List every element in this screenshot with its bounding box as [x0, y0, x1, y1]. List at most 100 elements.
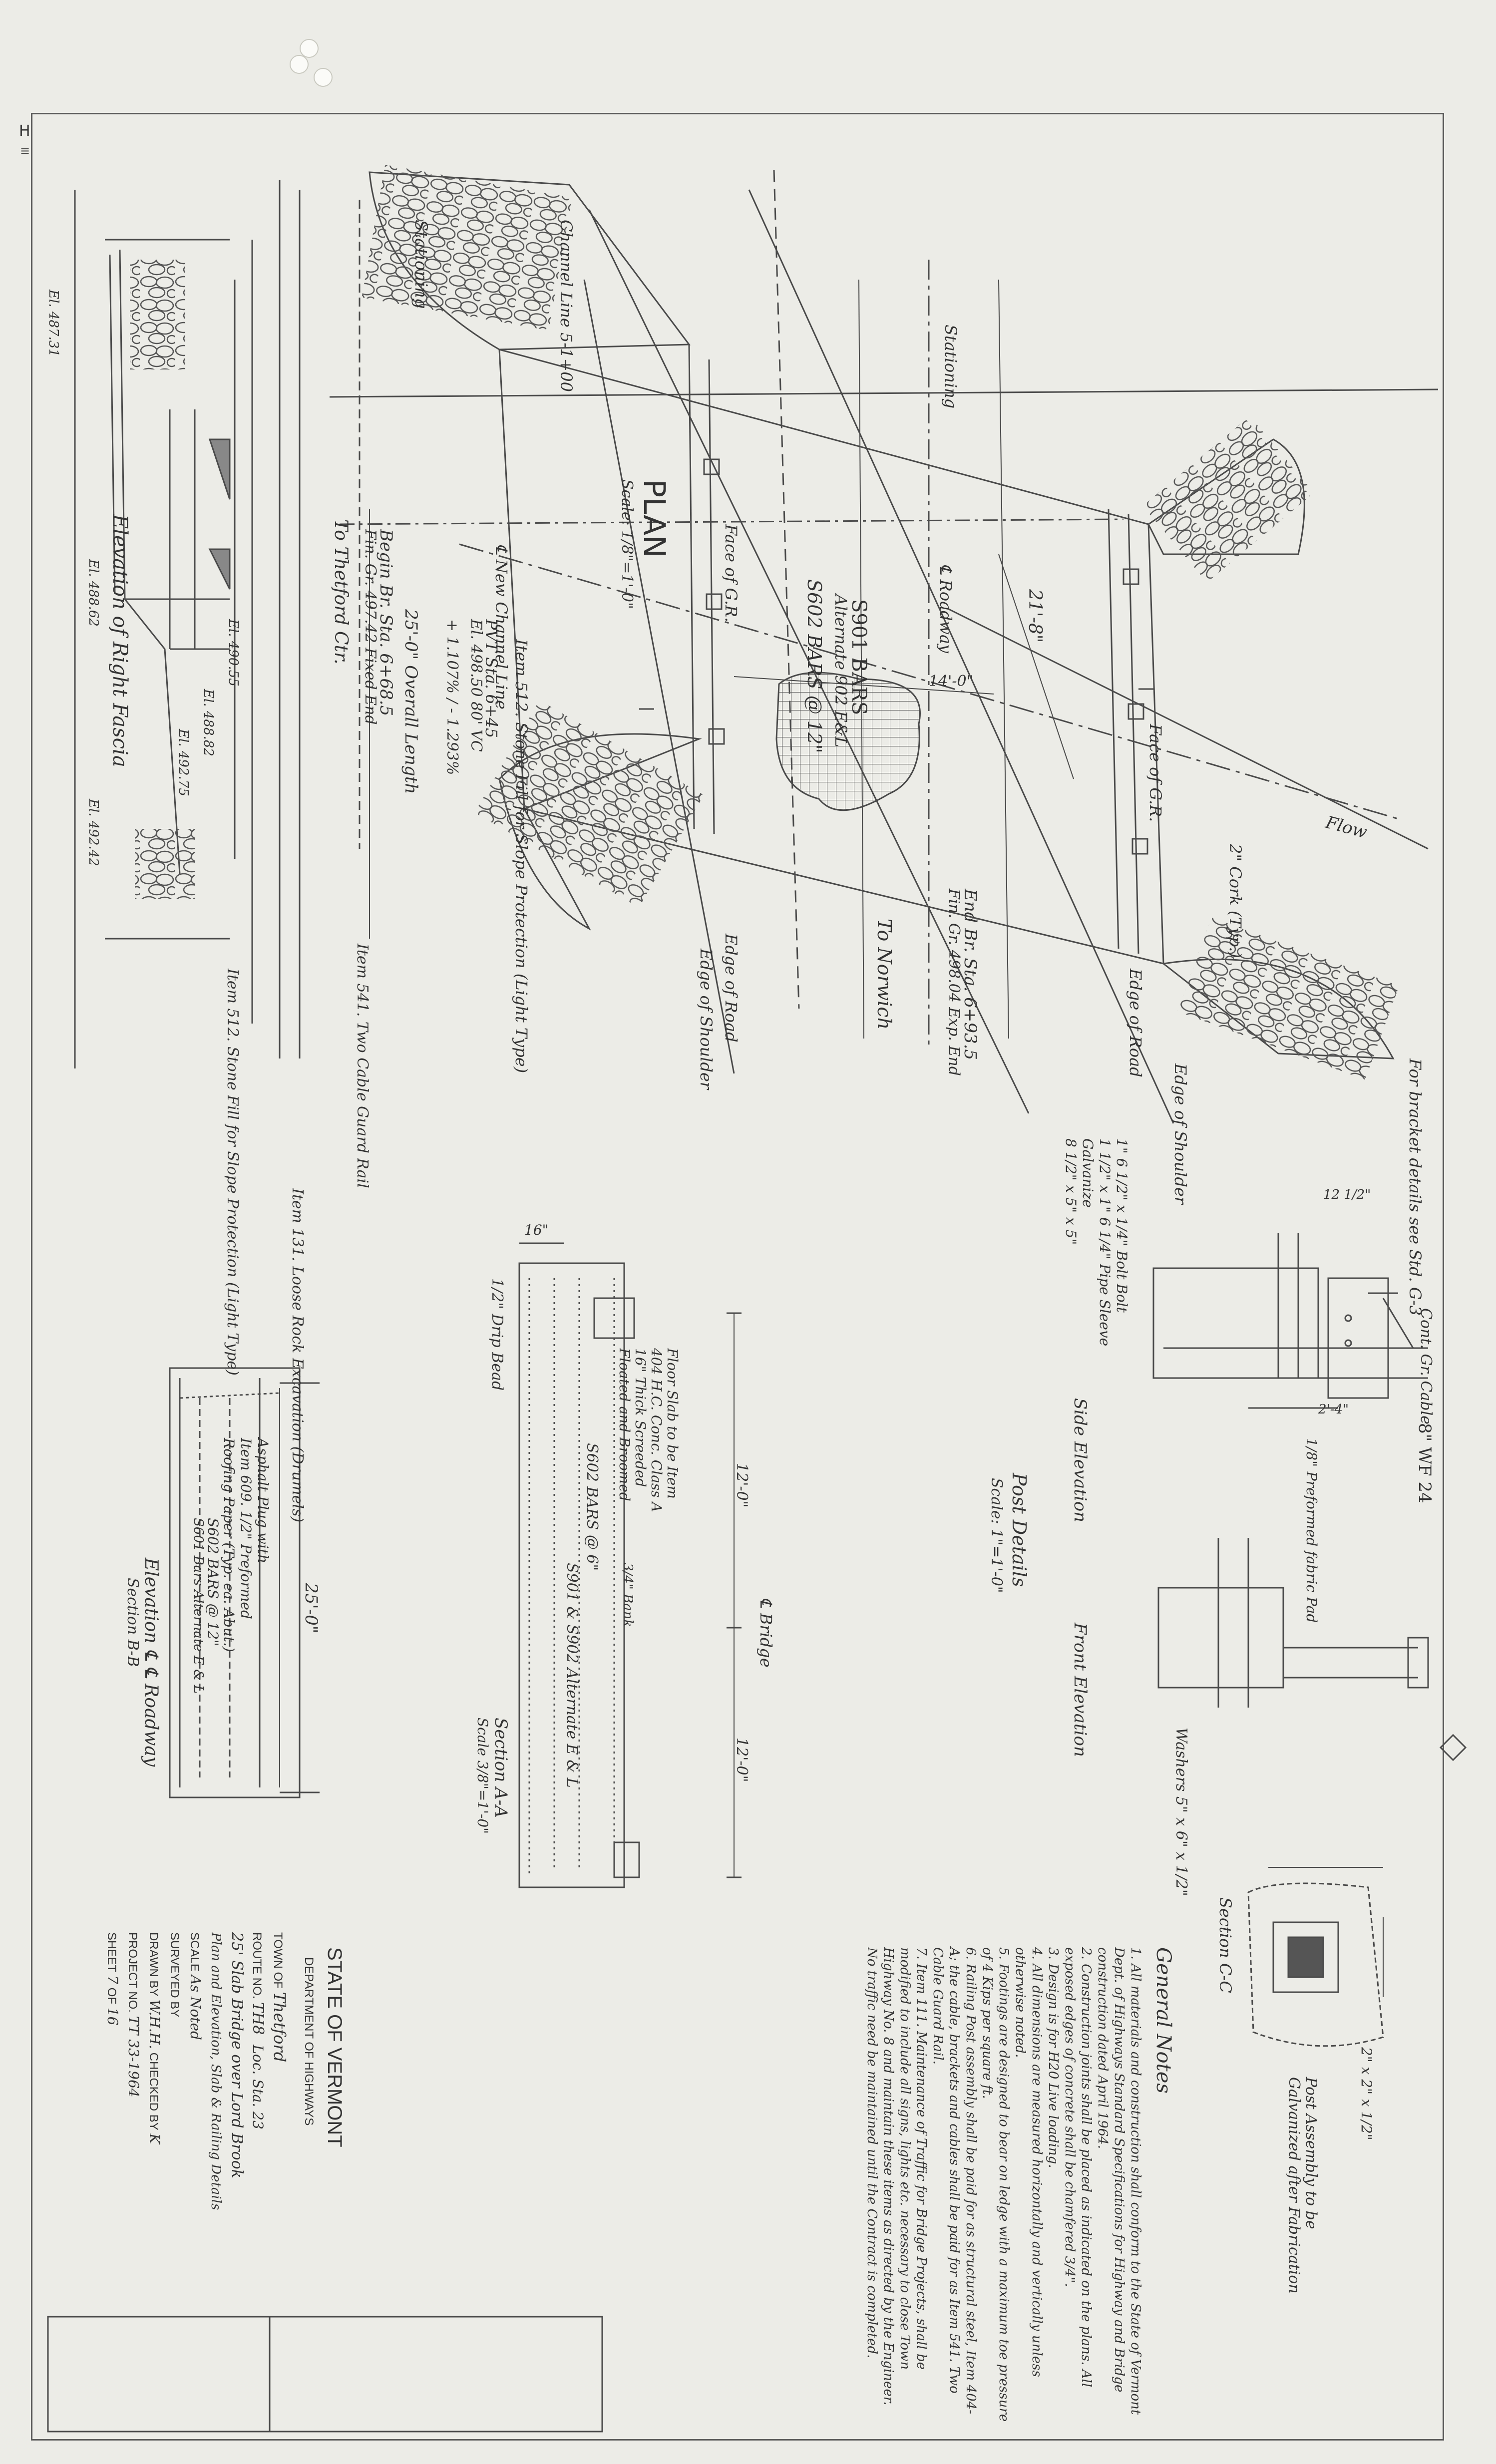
bank-label: 3/4" Bank	[620, 1563, 635, 1628]
overall-length: 25'-0" Overall Length	[401, 609, 421, 794]
elevation-value: El. 490.55	[226, 619, 241, 687]
punch-hole	[290, 55, 309, 74]
town-row: TOWN OF Thetford	[268, 1932, 290, 2312]
section-aa-scale: Scale 3/8"=1'-0"	[474, 1718, 491, 1834]
span-dimension: 25'-0"	[301, 1583, 321, 1634]
grade-rates: + 1.107% / - 1.293%	[443, 619, 461, 775]
plate-label: 8 1/2" x 5" x 5"	[1063, 1138, 1079, 1245]
field-label: TOWN OF	[271, 1932, 285, 1989]
surveyed-row: SURVEYED BY	[164, 1932, 184, 2312]
bars-alternate-label: S901 & S902 Alternate E & L	[563, 1563, 581, 1788]
section-cc-title: Section C-C	[1216, 1897, 1235, 1993]
to-thetford-label: To Thetford Ctr.	[331, 519, 351, 665]
project-row: PROJECT NO. TT 33-1964	[122, 1932, 143, 2312]
post-assembly-note: Galvanized after Fabrication	[1285, 2077, 1303, 2294]
description-row: 25' Slab Bridge over Lord Brook	[226, 1932, 247, 2312]
town-value: Thetford	[270, 1992, 289, 2063]
tab-mark: H	[19, 122, 30, 140]
paper-note: Item 609. 1/2" Preformed	[238, 1438, 254, 1619]
bars-main-label: S602 BARS @ 6"	[583, 1443, 601, 1571]
elevation-value: El. 492.75	[176, 729, 191, 796]
plan-scale: Scale: 1/8"=1'-0"	[618, 479, 636, 609]
scale-value: As Noted	[187, 1975, 204, 2040]
dimension-14: 14'-0"	[929, 673, 974, 690]
floor-slab-note: 16" Thick Screeded	[632, 1348, 649, 1487]
floor-slab-note: 404 H.C. Conc. Class A	[648, 1348, 665, 1512]
bars-alternate-label: S601 Bars Alternate E & L	[191, 1518, 206, 1694]
route-row: ROUTE NO. TH8 Loc. Sta. 23	[247, 1932, 268, 2312]
sheet-row: SHEET 7 OF 16	[101, 1932, 122, 2312]
elevation-value: El. 492.42	[86, 799, 101, 866]
sheet-total: 16	[104, 2007, 121, 2026]
scale-row: SCALE As Noted	[184, 1932, 205, 2312]
general-note: 4. All dimensions are measured horizonta…	[1013, 1947, 1044, 2377]
general-note: 6. Railing Post assembly shall be paid f…	[930, 1947, 978, 2414]
project-value: TT 33-1964	[125, 2016, 142, 2098]
stationing-label: Stationing	[411, 220, 431, 309]
field-label: OF	[105, 1987, 118, 2005]
pvt-elevation: El. 498.50 80' VC	[467, 619, 485, 752]
field-label: CHECKED BY	[147, 2052, 160, 2130]
elevation-value: El. 488.82	[201, 689, 216, 756]
punch-hole	[300, 39, 319, 58]
field-label: ROUTE NO.	[250, 1932, 264, 1999]
paper-note: Roofing Paper (Typ. ea. Abut.)	[221, 1438, 237, 1652]
excavation-item: Item 131. Loose Rock Excavation (Drumels…	[289, 1188, 306, 1523]
section-bb-subtitle: Section B-B	[124, 1578, 141, 1667]
plan-title: PLAN	[637, 479, 672, 558]
elevation-value: El. 488.62	[86, 559, 101, 627]
general-note: 5. Footings are designed to bear on ledg…	[980, 1947, 1011, 2422]
to-norwich-label: To Norwich	[873, 919, 895, 1030]
roadway-centerline-label: ℄ Roadway	[936, 564, 955, 654]
bars-alternate-label: Alternate 902 E&L	[831, 594, 850, 747]
state-title: STATE OF VERMONT	[324, 1947, 346, 2147]
guardrail-item: Item 541. Two Cable Guard Rail	[354, 944, 371, 1188]
end-station-label: End Br. Sta. 6+93.5	[960, 889, 980, 1060]
edge-of-shoulder-label: Edge of Shoulder	[697, 949, 716, 1090]
end-grade-label: Fin. Gr. 498.04 Exp. End	[945, 889, 963, 1076]
post-details-title: Post Details	[1008, 1473, 1030, 1587]
dimension-16: 16"	[524, 1222, 549, 1238]
section-bb-title: Elevation ℄ ℄ Roadway	[141, 1558, 161, 1767]
dimension-21: 21'-8"	[1025, 589, 1045, 643]
description-row: Plan and Elevation, Slab & Railing Detai…	[205, 1932, 226, 2312]
general-note: 3. Design is for H20 Live loading.	[1046, 1947, 1061, 2168]
general-note: 2. Construction joints shall be placed a…	[1062, 1947, 1094, 2388]
route-station: Loc. Sta. 23	[250, 2045, 266, 2129]
dimension-12: 12'-0"	[733, 1738, 750, 1782]
elevation-value: El. 487.31	[46, 290, 61, 357]
general-note: 1. All materials and construction shall …	[1095, 1947, 1143, 2415]
paper-note: Asphalt Plug with	[255, 1438, 271, 1564]
general-notes-title: General Notes	[1152, 1947, 1175, 2094]
dimension-12: 12'-0"	[733, 1463, 750, 1508]
tab-mark: ≡	[20, 144, 30, 158]
description-line: Plan and Elevation, Slab & Railing Detai…	[208, 1932, 223, 2210]
punch-hole	[314, 68, 333, 87]
dimension: 12 1/2"	[1323, 1187, 1371, 1202]
field-label: DRAWN BY	[147, 1932, 160, 1997]
stationing-label: Stationing	[941, 325, 960, 409]
front-elevation-title: Front Elevation	[1070, 1623, 1090, 1757]
pvt-station: PVT Sta. 6+45	[482, 619, 501, 738]
slope-protection-note: Item 512. Stone Fill for Slope Protectio…	[512, 639, 531, 1073]
section-aa-title: Section A-A	[491, 1718, 511, 1818]
edge-of-road-label: Edge of Road	[722, 934, 741, 1043]
sheet-value: 7	[104, 1975, 121, 1985]
cable-label: Cont. Gr. Cable	[1417, 1308, 1435, 1424]
drawing-border	[31, 113, 1444, 2441]
general-note: 7. Item 111. Maintenance of Traffic for …	[864, 1947, 929, 2406]
face-of-guardrail-label: Face of G.R.	[722, 524, 741, 623]
floor-slab-note: Floated and Broomed	[616, 1348, 633, 1501]
field-label: PROJECT NO.	[126, 1932, 139, 2013]
post-assembly-note: Post Assembly to be	[1302, 2077, 1320, 2229]
drawn-value: W.H.H.	[146, 1999, 163, 2050]
beam-label: 8" WF 24	[1415, 1423, 1435, 1503]
channel-line-label: Channel Line 5-1+00	[557, 220, 576, 392]
slope-protection-item: Item 512. Stone Fill for Slope Protectio…	[224, 969, 241, 1376]
drawn-row: DRAWN BY W.H.H. CHECKED BY K	[143, 1932, 164, 2312]
bars-label: S901 BARS	[847, 599, 870, 715]
fascia-elevation-title: Elevation of Right Fascia	[108, 514, 131, 767]
face-of-guardrail-label: Face of G.R.	[1146, 724, 1165, 822]
